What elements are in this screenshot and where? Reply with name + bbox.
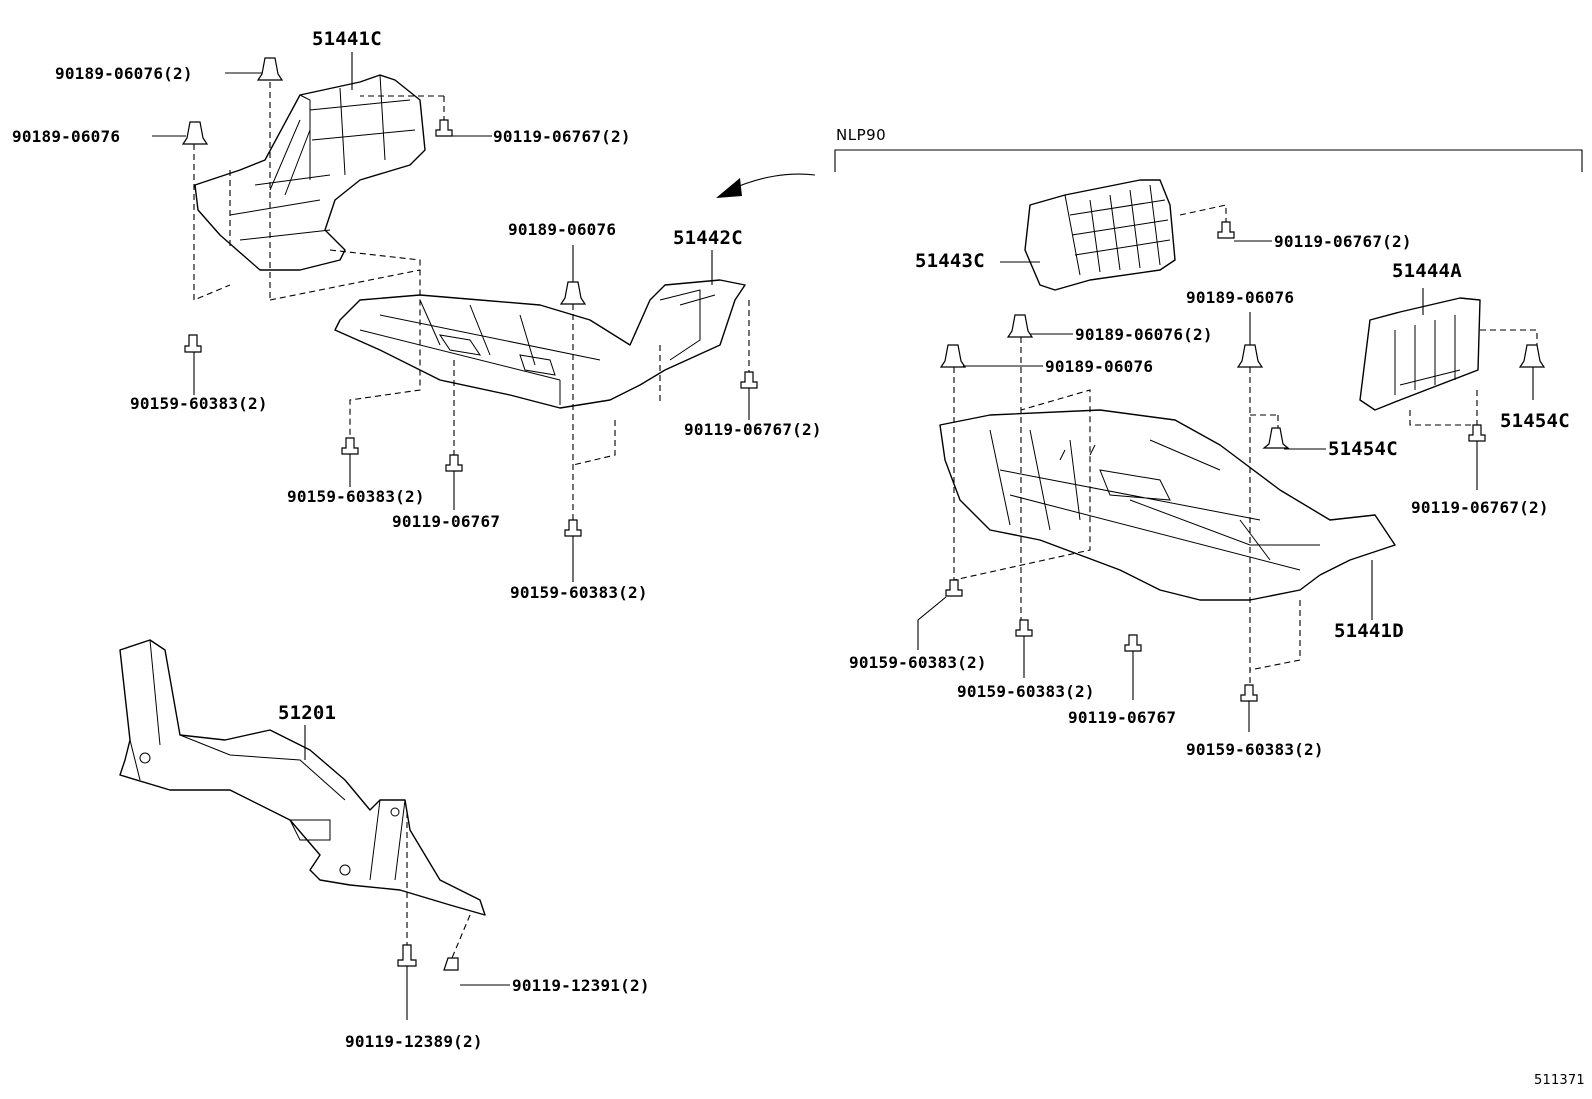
part-number-90119-12391-2[interactable]: 90119-12391(2)	[512, 976, 650, 995]
part-number-51201[interactable]: 51201	[278, 702, 337, 724]
part-number-90159-60383-2[interactable]: 90159-60383(2)	[287, 487, 425, 506]
cover-51444a	[1359, 297, 1481, 411]
part-number-90189-06076-2[interactable]: 90189-06076(2)	[1075, 325, 1213, 344]
leader-lines	[152, 52, 1534, 1020]
part-number-90159-60383-2[interactable]: 90159-60383(2)	[849, 653, 987, 672]
cover-51442c	[334, 279, 746, 409]
part-number-90119-06767-2[interactable]: 90119-06767(2)	[1274, 232, 1412, 251]
part-number-51454c[interactable]: 51454C	[1328, 438, 1398, 460]
part-number-90119-06767[interactable]: 90119-06767	[392, 512, 501, 531]
part-number-51443c[interactable]: 51443C	[915, 250, 985, 272]
part-number-51442c[interactable]: 51442C	[673, 227, 743, 249]
part-number-90119-06767[interactable]: 90119-06767	[1068, 708, 1177, 727]
part-number-90189-06076[interactable]: 90189-06076	[1045, 357, 1154, 376]
part-number-90119-06767-2[interactable]: 90119-06767(2)	[1411, 498, 1549, 517]
illustration-number: 511371	[1534, 1073, 1585, 1088]
part-number-90119-12389-2[interactable]: 90119-12389(2)	[345, 1032, 483, 1051]
crossmember-51201	[119, 639, 486, 916]
part-number-51444a[interactable]: 51444A	[1392, 260, 1462, 282]
part-number-90119-06767-2[interactable]: 90119-06767(2)	[493, 127, 631, 146]
part-number-90159-60383-2[interactable]: 90159-60383(2)	[957, 682, 1095, 701]
part-number-51454c[interactable]: 51454C	[1500, 410, 1570, 432]
cover-51441d	[939, 409, 1396, 601]
cover-51443c	[1024, 179, 1176, 291]
part-number-90119-06767-2[interactable]: 90119-06767(2)	[684, 420, 822, 439]
cover-51441c	[194, 74, 426, 271]
part-number-90189-06076[interactable]: 90189-06076	[508, 220, 617, 239]
part-number-90189-06076-2[interactable]: 90189-06076(2)	[55, 64, 193, 83]
fasteners	[181, 57, 1546, 971]
part-number-90189-06076[interactable]: 90189-06076	[12, 127, 121, 146]
part-number-51441c[interactable]: 51441C	[312, 28, 382, 50]
part-number-51441d[interactable]: 51441D	[1334, 620, 1404, 642]
model-code-nlp90: NLP90	[836, 126, 887, 144]
direction-arrow	[716, 173, 816, 198]
part-number-90159-60383-2[interactable]: 90159-60383(2)	[510, 583, 648, 602]
part-number-90159-60383-2[interactable]: 90159-60383(2)	[1186, 740, 1324, 759]
part-number-90159-60383-2[interactable]: 90159-60383(2)	[130, 394, 268, 413]
nlp90-bracket	[834, 149, 1583, 172]
part-number-90189-06076[interactable]: 90189-06076	[1186, 288, 1295, 307]
alignment-lines	[193, 82, 1538, 959]
